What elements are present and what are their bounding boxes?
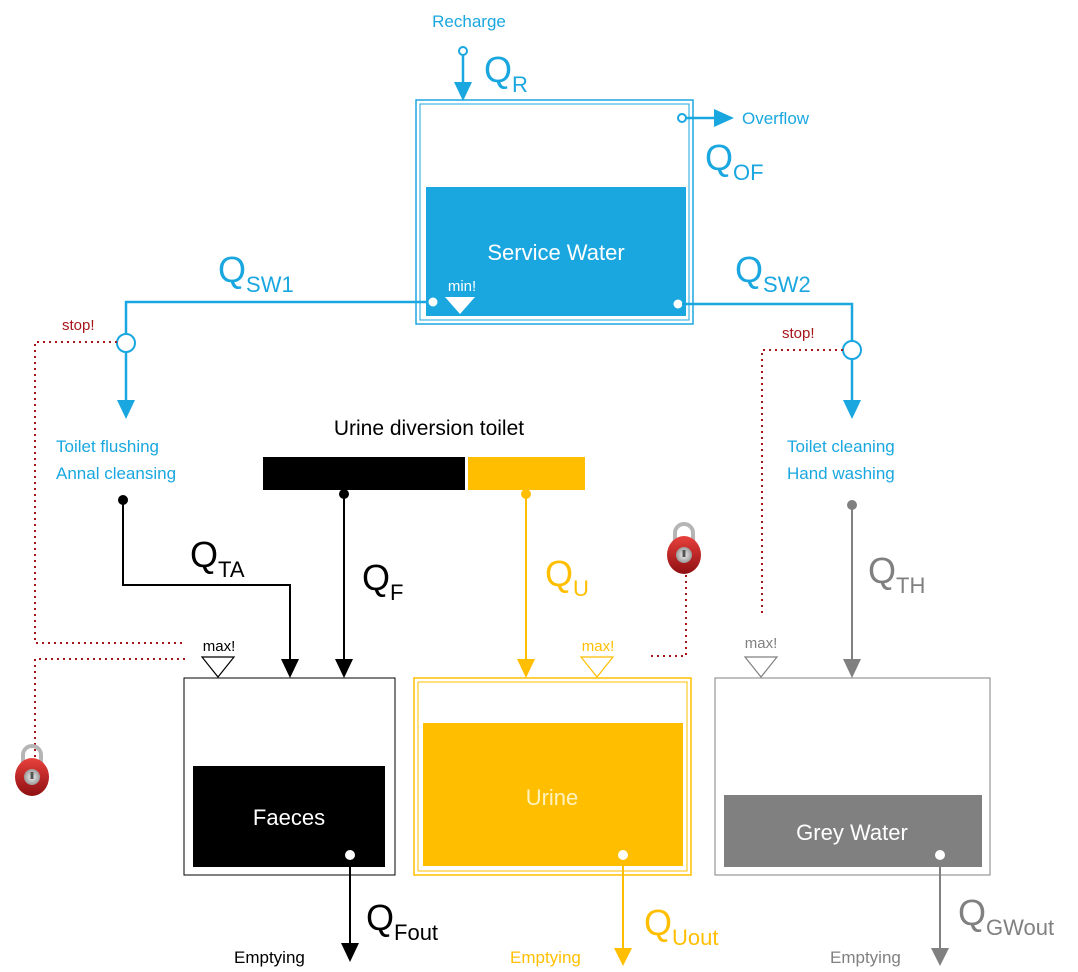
flow-f: QF: [335, 489, 403, 678]
flow-th: QTH: [843, 500, 925, 678]
grey-max-label: max!: [745, 635, 778, 652]
grey-max-marker: [743, 656, 779, 678]
q-u-label: QU: [545, 553, 589, 601]
faeces-max-marker: [200, 656, 236, 678]
faeces-fill: [193, 766, 385, 867]
min-level-marker: [445, 297, 475, 314]
grey-emptying-label: Emptying: [830, 948, 901, 967]
stop-line-urine-lock: [651, 575, 687, 657]
q-r-label: QR: [484, 49, 528, 97]
sw2-branch: QSW2 stop! Toilet cleaning Hand washing: [682, 249, 895, 483]
toilet-urine-section: [468, 457, 585, 490]
urine-diversion-toilet: Urine diversion toilet: [263, 417, 585, 490]
faeces-max-label: max!: [203, 638, 236, 655]
sw2-use-line2: Hand washing: [787, 464, 895, 483]
q-th-label: QTH: [868, 550, 925, 598]
outlet-right-dot: [673, 299, 683, 309]
urine-max-marker: [579, 656, 615, 678]
q-ta-label: QTA: [190, 534, 245, 582]
service-water-label: Service Water: [487, 240, 624, 265]
q-of-label: QOF: [705, 137, 764, 185]
padlock-icon: [15, 744, 49, 796]
toilet-title: Urine diversion toilet: [334, 417, 524, 440]
sw2-valve: [842, 340, 862, 360]
stop-line-sw1: [34, 341, 185, 644]
grey-water-label: Grey Water: [796, 820, 908, 845]
urine-label: Urine: [526, 785, 579, 810]
urine-emptying-label: Emptying: [510, 948, 581, 967]
sw1-stop-label: stop!: [62, 317, 95, 334]
outlet-left-dot: [428, 297, 438, 307]
q-gwout-label: QGWout: [958, 892, 1054, 940]
urine-tank: max! Urine QUout Emptying: [413, 638, 719, 967]
min-label: min!: [448, 278, 476, 295]
flow-ta: QTA: [118, 495, 299, 678]
sw1-branch: QSW1 stop! Toilet flushing Annal cleansi…: [56, 249, 428, 483]
recharge-label: Recharge: [432, 12, 506, 31]
urine-max-label: max!: [582, 638, 615, 655]
toilet-faeces-section: [263, 457, 465, 490]
overflow-outflow: Overflow QOF: [677, 109, 810, 185]
faeces-label: Faeces: [253, 805, 325, 830]
urine-fill: [423, 723, 683, 866]
padlock-icon: [667, 522, 701, 574]
sw2-stop-label: stop!: [782, 325, 815, 342]
faeces-tank: max! Faeces QFout Emptying: [183, 638, 438, 967]
q-f-label: QF: [362, 557, 403, 605]
q-uout-label: QUout: [644, 902, 719, 950]
service-water-tank: Service Water min!: [415, 99, 694, 325]
sw1-use-line1: Toilet flushing: [56, 437, 159, 456]
overflow-label: Overflow: [742, 109, 810, 128]
sw1-use-line2: Annal cleansing: [56, 464, 176, 483]
q-sw2-label: QSW2: [735, 249, 811, 297]
q-sw1-label: QSW1: [218, 249, 294, 297]
flow-u: QU: [517, 489, 589, 678]
q-fout-label: QFout: [366, 897, 438, 945]
service-water-fill: [426, 187, 686, 316]
recharge-inflow: Recharge QR: [432, 12, 528, 101]
faeces-emptying-label: Emptying: [234, 948, 305, 967]
stop-line-faeces-lock: [34, 658, 185, 762]
stop-signal-lines: [34, 341, 843, 762]
sw2-use-line1: Toilet cleaning: [787, 437, 895, 456]
sw1-valve: [116, 333, 136, 353]
grey-water-tank: max! Grey Water QGWout Emptying: [714, 635, 1054, 967]
